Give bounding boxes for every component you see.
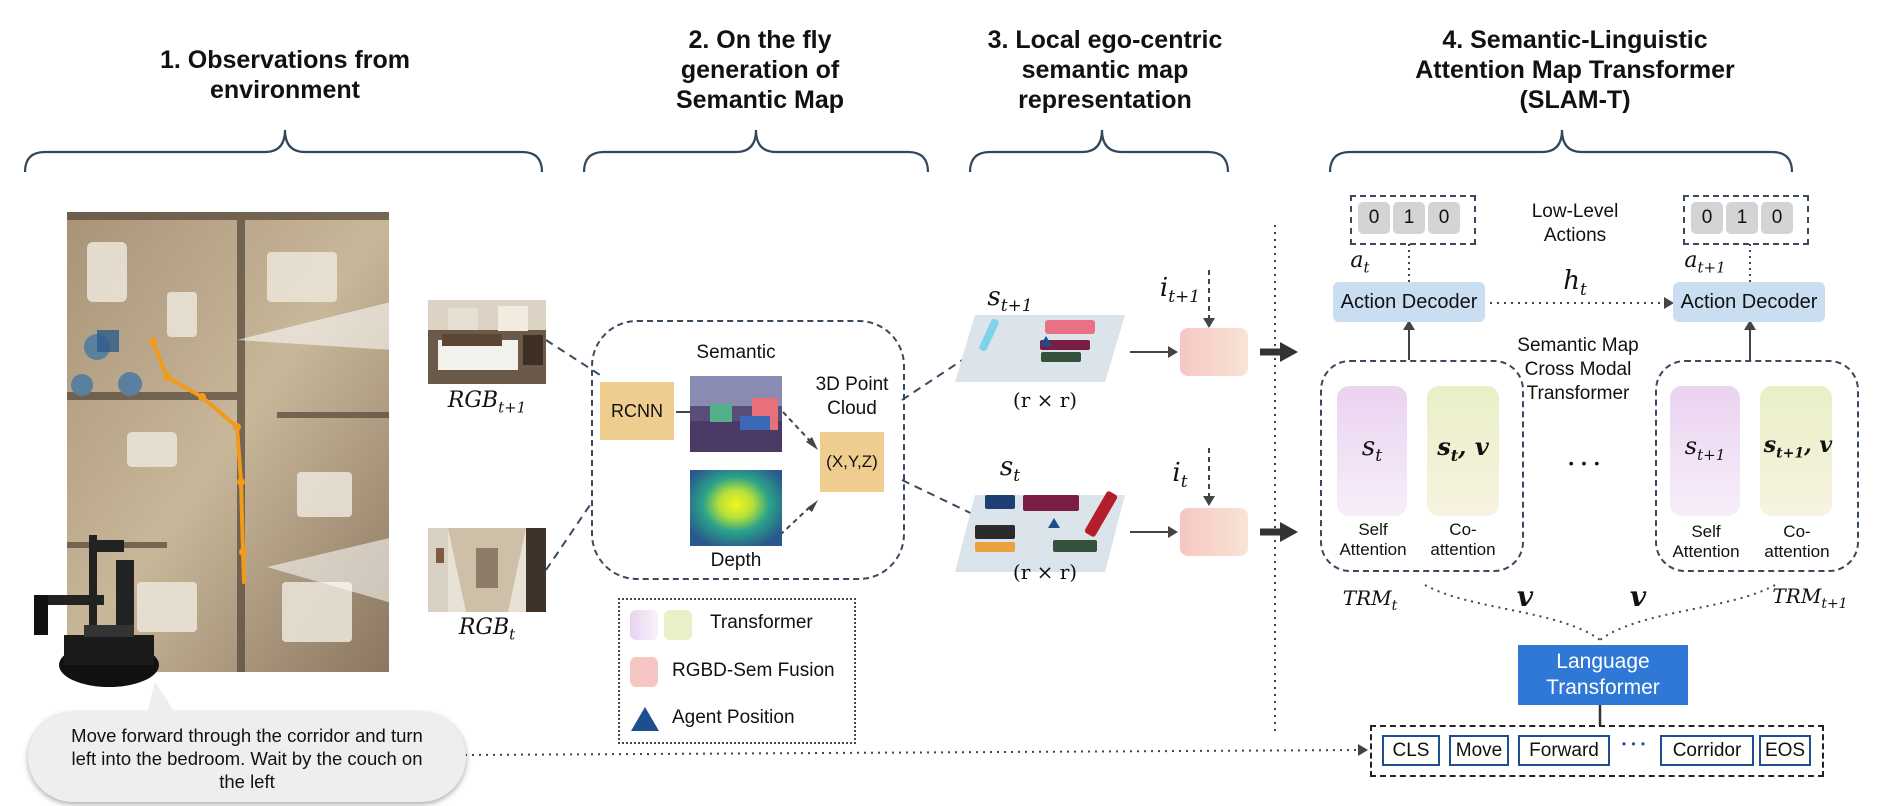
semantic-image bbox=[690, 376, 782, 452]
legend-self-swatch bbox=[630, 610, 658, 640]
connector-rgb-next bbox=[545, 339, 601, 376]
brace-2 bbox=[582, 129, 930, 173]
fusion-box-next bbox=[1180, 328, 1248, 376]
section-4-title: 4. Semantic-Linguistic Attention Map Tra… bbox=[1415, 26, 1735, 114]
token-move: Move bbox=[1449, 735, 1509, 766]
section-1-title: 1. Observations from environment bbox=[159, 46, 411, 104]
bit-right-1: 1 bbox=[1726, 202, 1758, 234]
connector-map-next bbox=[901, 344, 986, 401]
trm-box-right bbox=[1655, 360, 1859, 572]
self-attn-card-right bbox=[1670, 386, 1740, 516]
rcnn-box: RCNN bbox=[600, 382, 674, 440]
size-label-cur: (r × r) bbox=[1012, 560, 1078, 584]
action-decoder-left: Action Decoder bbox=[1333, 282, 1485, 322]
local-map-cur bbox=[955, 491, 1125, 572]
self-attn-input-right: st+1 bbox=[1684, 432, 1726, 464]
v-label-left: v bbox=[1516, 580, 1534, 613]
generation-box bbox=[591, 320, 905, 580]
agent-triangle-icon bbox=[631, 707, 659, 731]
co-attention-label-left: Co-attention bbox=[1430, 520, 1496, 559]
rgb-cur-label: RGBt bbox=[458, 615, 516, 644]
bit-right-2: 0 bbox=[1761, 202, 1793, 234]
rgb-next-image bbox=[428, 300, 546, 384]
co-attention-label-right: Co-attention bbox=[1764, 522, 1830, 561]
action-bits-left bbox=[1350, 195, 1476, 245]
legend-co-swatch bbox=[664, 610, 692, 640]
section-3-title: 3. Local ego-centric semantic map repres… bbox=[987, 26, 1223, 114]
depth-label: Depth bbox=[710, 550, 762, 571]
legend-box bbox=[618, 598, 856, 744]
h-t-label: ht bbox=[1563, 266, 1587, 301]
token-cls: CLS bbox=[1382, 735, 1440, 766]
token-ellipsis: • • • bbox=[1621, 737, 1647, 751]
rgb-next-label: RGBt+1 bbox=[447, 388, 527, 417]
trm-ellipsis: • • • bbox=[1568, 455, 1602, 471]
cloud-label: 3D Point Cloud bbox=[815, 374, 889, 419]
rgb-cur-image bbox=[428, 528, 546, 612]
brace-4 bbox=[1328, 129, 1794, 173]
cross-modal-label: Semantic Map Cross Modal Transformer bbox=[1517, 335, 1639, 404]
fusion-box-cur bbox=[1180, 508, 1248, 556]
co-attn-input-left: st, v bbox=[1437, 432, 1489, 465]
legend-fusion: RGBD-Sem Fusion bbox=[672, 660, 835, 681]
connector-rgb-cur bbox=[545, 504, 591, 571]
token-eos: EOS bbox=[1759, 735, 1811, 766]
trm-t-label: TRMt bbox=[1342, 586, 1398, 614]
size-label-next: (r × r) bbox=[1012, 388, 1078, 412]
legend-transformer: Transformer bbox=[710, 612, 813, 633]
i-next-label: it+1 bbox=[1159, 273, 1201, 308]
co-attn-card-right bbox=[1760, 386, 1832, 516]
instruction-text: Move forward through the corridor and tu… bbox=[71, 725, 423, 792]
legend-agent: Agent Position bbox=[672, 707, 795, 728]
a-next-label: at+1 bbox=[1684, 248, 1726, 277]
depth-image bbox=[690, 470, 782, 546]
bit-left-0: 0 bbox=[1358, 202, 1390, 234]
s-cur-label: st bbox=[999, 452, 1021, 487]
action-decoder-right: Action Decoder bbox=[1673, 282, 1825, 322]
brace-3 bbox=[968, 129, 1230, 173]
co-attn-card-left bbox=[1427, 386, 1499, 516]
self-attn-card-left bbox=[1337, 386, 1407, 516]
self-attn-input-left: st bbox=[1361, 432, 1383, 467]
token-sequence-box bbox=[1370, 725, 1824, 777]
token-forward: Forward bbox=[1518, 735, 1610, 766]
a-t-label: at bbox=[1350, 248, 1370, 277]
top-down-house-map bbox=[67, 212, 389, 672]
bit-left-2: 0 bbox=[1428, 202, 1460, 234]
low-level-actions-label: Low-Level Actions bbox=[1531, 201, 1619, 246]
bit-left-1: 1 bbox=[1393, 202, 1425, 234]
semantic-label: Semantic bbox=[696, 342, 776, 363]
xyz-box: (X,Y,Z) bbox=[820, 432, 884, 492]
v-label-right: v bbox=[1629, 580, 1647, 613]
action-bits-right bbox=[1683, 195, 1809, 245]
s-next-label: st+1 bbox=[987, 282, 1033, 317]
trm-box-left bbox=[1320, 360, 1524, 572]
bit-right-0: 0 bbox=[1691, 202, 1723, 234]
i-cur-label: it bbox=[1172, 458, 1188, 493]
local-map-next bbox=[955, 315, 1125, 382]
brace-1 bbox=[23, 129, 544, 173]
robot-icon bbox=[34, 535, 159, 687]
trm-next-label: TRMt+1 bbox=[1772, 584, 1848, 612]
token-corridor: Corridor bbox=[1660, 735, 1754, 766]
section-2-title: 2. On the fly generation of Semantic Map bbox=[675, 26, 845, 114]
self-attention-label-right: Self Attention bbox=[1672, 522, 1740, 561]
legend-fusion-swatch bbox=[630, 657, 658, 687]
language-transformer: Language Transformer bbox=[1518, 645, 1688, 705]
instruction-bubble: Move forward through the corridor and tu… bbox=[28, 712, 466, 802]
bubble-tail bbox=[145, 682, 180, 720]
co-attn-input-right: st+1, v bbox=[1763, 432, 1833, 462]
self-attention-label-left: Self Attention bbox=[1339, 520, 1407, 559]
